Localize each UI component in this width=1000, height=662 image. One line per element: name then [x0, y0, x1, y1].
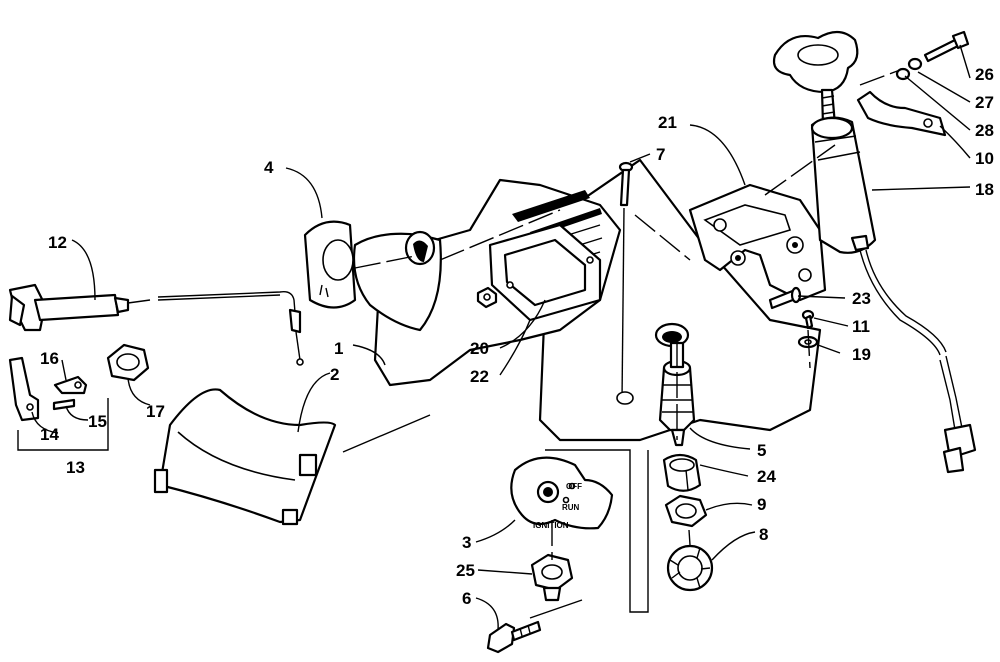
throttle-lever	[8, 356, 40, 422]
callout-24: 24	[757, 467, 776, 486]
primer-knob	[772, 30, 859, 94]
callout-9: 9	[757, 495, 766, 514]
callout-1: 1	[334, 339, 343, 358]
callout-15: 15	[88, 412, 107, 431]
spring-pin-15	[52, 398, 76, 411]
callout-18: 18	[975, 180, 994, 199]
bolt-26	[923, 30, 970, 63]
ignition-nut-25	[530, 553, 574, 602]
callout-5: 5	[757, 441, 766, 460]
callout-19: 19	[852, 345, 871, 364]
callout-10: 10	[975, 149, 994, 168]
screw-11	[801, 309, 815, 330]
ignition-key	[486, 620, 542, 654]
screw-23	[768, 286, 802, 310]
callout-23: 23	[852, 289, 871, 308]
nut-9	[664, 494, 708, 528]
leader-lines	[31, 44, 971, 631]
callout-3: 3	[462, 533, 471, 552]
pump-clamp-10	[856, 90, 947, 137]
primer-hose	[859, 249, 977, 474]
ignition-run-label: RUN	[562, 503, 580, 512]
callout-12: 12	[48, 233, 67, 252]
ignition-off-label: OFF	[566, 482, 582, 491]
callout-27: 27	[975, 93, 994, 112]
bracket-frame	[488, 223, 602, 322]
callout-16: 16	[40, 349, 59, 368]
ignition-switch	[658, 341, 696, 447]
lock-washer-8	[666, 544, 714, 592]
callout-17: 17	[146, 402, 165, 421]
nut-20	[476, 286, 498, 309]
decal-plate	[303, 220, 357, 309]
nut-17	[106, 343, 150, 382]
callout-22: 22	[470, 367, 489, 386]
screw-7	[616, 161, 634, 405]
ignition-group-bracket	[545, 449, 649, 613]
callout-6: 6	[462, 589, 471, 608]
washer-27	[895, 57, 923, 81]
callout-2: 2	[330, 365, 339, 384]
primer-pump-body	[810, 116, 877, 254]
callout-26: 26	[975, 65, 994, 84]
lower-cover	[153, 388, 337, 526]
callout-28: 28	[975, 121, 994, 140]
callout-21: 21	[658, 113, 677, 132]
callout-20: 20	[470, 339, 489, 358]
callout-4: 4	[264, 158, 274, 177]
ignition-word-label: IGNITION	[533, 521, 569, 530]
ignition-plate: OFF RUN IGNITION	[510, 456, 614, 530]
throttle-cable	[8, 283, 304, 366]
callout-7: 7	[656, 145, 665, 164]
callout-25: 25	[456, 561, 475, 580]
callout-14: 14	[40, 425, 59, 444]
mounting-bracket-21	[688, 183, 827, 302]
callout-13: 13	[66, 458, 85, 477]
lever-bracket-group	[17, 398, 109, 451]
nut-24	[662, 453, 702, 492]
callout-8: 8	[759, 525, 768, 544]
callout-11: 11	[852, 317, 870, 336]
lever-pin-16	[53, 375, 88, 395]
